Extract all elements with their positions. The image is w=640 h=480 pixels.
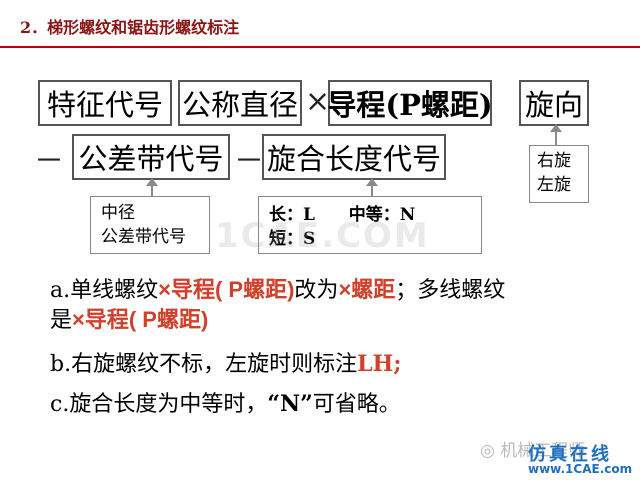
brand-name: 仿真在线 [528, 444, 612, 465]
note-a-text4: 是 [50, 308, 73, 333]
tolerance-callout: 中径 公差带代号 [90, 196, 210, 254]
note-a-line1: a.单线螺纹×导程( P螺距)改为×螺距；多线螺纹 [50, 272, 505, 304]
length-medium: 中等：N [348, 205, 416, 225]
dash-symbol-1: － [34, 144, 64, 179]
length-short: 短：S [269, 229, 316, 249]
arrow-tolerance [146, 178, 158, 196]
note-a-highlight1: ×导程( P螺距) [158, 277, 295, 302]
brand-url: www.1CAE.com [528, 462, 633, 476]
wechat-label: ◎ 机械工程师 [480, 436, 585, 461]
direction-callout: 右旋 左旋 [529, 145, 589, 203]
box-engagement-code: 旋合长度代号 [262, 134, 446, 180]
note-a-highlight3: ×导程( P螺距) [72, 307, 209, 332]
note-a-text2: 改为 [294, 278, 339, 303]
box-direction: 旋向 [519, 80, 589, 126]
note-a-highlight2: ×螺距 [338, 277, 396, 302]
slide-title: 2．梯形螺纹和锯齿形螺纹标注 [20, 18, 240, 37]
arrow-engagement [366, 178, 378, 196]
tolerance-pitch-diameter: 中径 [101, 203, 135, 223]
arrow-direction [550, 124, 562, 146]
note-a-line2: 是×导程( P螺距) [50, 302, 208, 334]
note-b: b.右旋螺纹不标，左旋时则标注LH; [50, 346, 401, 378]
note-b-text1: b.右旋螺纹不标，左旋时则标注 [50, 352, 358, 377]
watermark: 1CAE.COM [215, 216, 430, 256]
tolerance-zone-code: 公差带代号 [101, 227, 186, 247]
direction-left-hand: 左旋 [537, 175, 571, 195]
direction-right-hand: 右旋 [537, 151, 571, 171]
box-tolerance-code: 公差带代号 [72, 134, 230, 180]
dash-symbol-2: － [234, 144, 264, 179]
wechat-icon: ◎ [480, 441, 495, 461]
note-a-text1: a.单线螺纹 [50, 278, 159, 303]
note-c-text1: c.旋合长度为中等时， [50, 392, 268, 417]
box-lead-pitch: 导程(P螺距) [327, 80, 493, 126]
box-nominal-diameter: 公称直径 [178, 80, 302, 126]
note-b-highlight: LH [357, 351, 394, 377]
note-c-text2: 可省略。 [312, 392, 401, 417]
box-feature-code: 特征代号 [38, 80, 172, 126]
length-callout: 长：L 中等：N 短：S [258, 196, 482, 254]
note-c: c.旋合长度为中等时，“N”可省略。 [50, 386, 401, 418]
note-a-text3: ；多线螺纹 [395, 278, 506, 303]
wechat-account-name: 机械工程师 [500, 441, 586, 461]
length-long: 长：L [269, 205, 315, 225]
note-c-quoted-n: “N” [267, 391, 313, 417]
note-b-text2: ; [393, 351, 402, 377]
times-symbol: × [305, 84, 331, 119]
title-divider [0, 46, 640, 48]
